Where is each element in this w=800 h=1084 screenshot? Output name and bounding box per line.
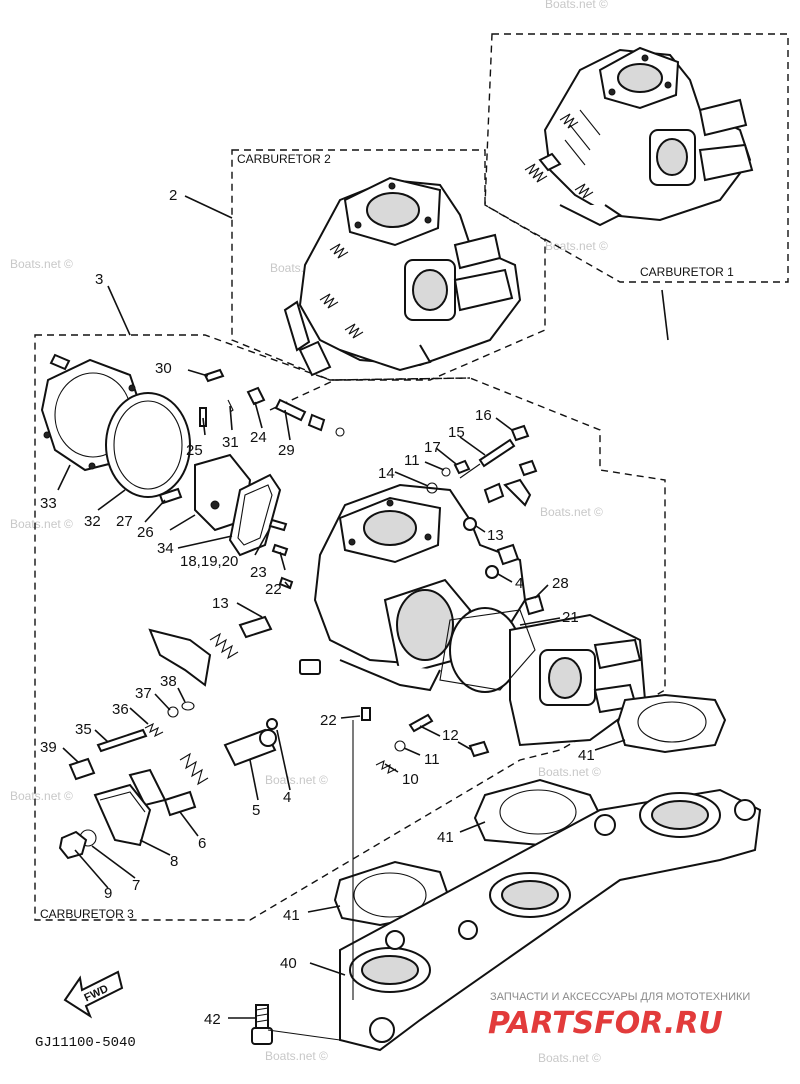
- watermark-text: Boats.net ©: [545, 0, 608, 11]
- callout-33: 33: [40, 495, 57, 512]
- group-boxes: [34, 33, 789, 921]
- callout-15: 15: [448, 424, 465, 441]
- callout-28: 28: [552, 575, 569, 592]
- callout-18-19-20: 18,19,20: [180, 553, 238, 570]
- callout-4-left: 4: [283, 789, 291, 806]
- bolt-42: [251, 1004, 273, 1045]
- callout-22-upper: 22: [265, 581, 282, 598]
- watermark-text: Boats.net ©: [10, 789, 73, 803]
- callout-10: 10: [402, 771, 419, 788]
- brand-name: PARTSFOR.RU: [488, 1006, 723, 1041]
- watermark-text: Boats.net ©: [265, 773, 328, 787]
- carburetor-3-label: CARBURETOR 3: [40, 907, 134, 921]
- watermark-text: Boats.net ©: [265, 1049, 328, 1063]
- brand-part-2: FOR.RU: [594, 1006, 723, 1041]
- callout-12: 12: [442, 727, 459, 744]
- callout-14: 14: [378, 465, 395, 482]
- carburetor-3-box-inner: [269, 377, 471, 411]
- callout-29: 29: [278, 442, 295, 459]
- callout-3: 3: [95, 271, 103, 288]
- callout-22-lower: 22: [320, 712, 337, 729]
- callout-24: 24: [250, 429, 267, 446]
- carburetor-3-drawing: [313, 483, 647, 747]
- brand-logo: ЗАПЧАСТИ И АКСЕССУАРЫ ДЛЯ МОТОТЕХНИКИ PA…: [488, 991, 750, 1041]
- watermarks: Boats.net © Boats.net © Boats.net © Boat…: [10, 0, 608, 1065]
- brand-tagline: ЗАПЧАСТИ И АКСЕССУАРЫ ДЛЯ МОТОТЕХНИКИ: [490, 991, 750, 1003]
- callout-6: 6: [198, 835, 206, 852]
- watermark-text: Boats.net ©: [10, 257, 73, 271]
- carburetor-2-drawing: [283, 176, 522, 377]
- carburetor-1-drawing: [524, 46, 754, 227]
- callout-31: 31: [222, 434, 239, 451]
- callout-41-left: 41: [283, 907, 300, 924]
- callout-23: 23: [250, 564, 267, 581]
- callout-40: 40: [280, 955, 297, 972]
- brand-part-1: PARTS: [488, 1006, 594, 1041]
- fwd-arrow-icon: FWD: [63, 970, 124, 1019]
- callout-13-right: 13: [487, 527, 504, 544]
- collar-part: [238, 615, 273, 639]
- callout-11-upper: 11: [404, 452, 420, 469]
- carburetor-1-box: [484, 33, 789, 283]
- watermark-text: Boats.net ©: [538, 765, 601, 779]
- callout-9: 9: [104, 885, 112, 902]
- callout-35: 35: [75, 721, 92, 738]
- parts-carburetor-3: [40, 353, 545, 860]
- callout-21: 21: [562, 609, 579, 626]
- callout-30: 30: [155, 360, 172, 377]
- carburetor-1-label: CARBURETOR 1: [640, 265, 734, 279]
- callout-34: 34: [157, 540, 174, 557]
- watermark-text: Boats.net ©: [10, 517, 73, 531]
- gaskets-41: [333, 693, 727, 927]
- callout-8: 8: [170, 853, 178, 870]
- leader-lines: [57, 195, 669, 1041]
- callout-11-lower: 11: [424, 751, 440, 768]
- callout-25: 25: [186, 442, 203, 459]
- callout-39: 39: [40, 739, 57, 756]
- diaphragm-part: [105, 392, 191, 498]
- callout-2: 2: [169, 187, 177, 204]
- carburetor-1-spring: [524, 113, 594, 199]
- intake-manifold-40: [339, 788, 762, 1052]
- carburetor-2-label: CARBURETOR 2: [237, 152, 331, 166]
- callout-4-right: 4: [515, 575, 523, 592]
- callout-27: 27: [116, 513, 133, 530]
- diagram-code: GJ11100-5040: [35, 1035, 136, 1051]
- callout-5: 5: [252, 802, 260, 819]
- callout-26: 26: [137, 524, 154, 541]
- callout-32: 32: [84, 513, 101, 530]
- callout-16: 16: [475, 407, 492, 424]
- callout-42: 42: [204, 1011, 221, 1028]
- carburetor-3-box: [34, 334, 666, 921]
- gasket-part: [228, 473, 282, 557]
- callout-38: 38: [160, 673, 177, 690]
- watermark-text: Boats.net ©: [538, 1051, 601, 1065]
- callout-41-middle: 41: [437, 829, 454, 846]
- callout-numbers: 2 3 30 25 31 24 29 33 32 27 26 34 18,19,…: [40, 187, 595, 1028]
- callout-13-left: 13: [212, 595, 229, 612]
- watermark-text: Boats.net ©: [545, 239, 608, 253]
- callout-17: 17: [424, 439, 441, 456]
- callout-7: 7: [132, 877, 140, 894]
- watermark-text: Boats.net ©: [540, 505, 603, 519]
- callout-36: 36: [112, 701, 129, 718]
- callout-37: 37: [135, 685, 152, 702]
- callout-41-right: 41: [578, 747, 595, 764]
